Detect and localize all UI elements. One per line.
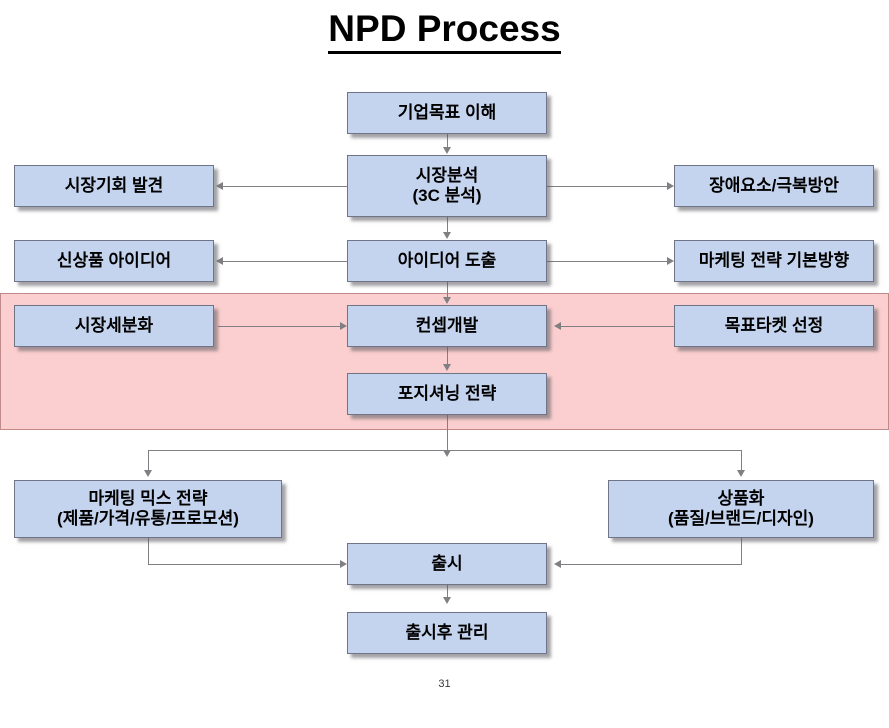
connector-concept-dev-to-positioning <box>447 347 448 365</box>
connector-commercialization-to-launch <box>561 564 742 565</box>
node-label: 시장기회 발견 <box>64 175 164 195</box>
connector-targeting-to-concept-dev <box>561 326 674 327</box>
node-idea-generation[interactable]: 아이디어 도출 <box>347 240 547 282</box>
arrowhead-concept-dev-right <box>554 322 561 330</box>
node-label: 상품화 (품질/브랜드/디자인) <box>668 488 814 528</box>
node-label: 시장세분화 <box>74 315 154 335</box>
node-label: 신상품 아이디어 <box>56 250 172 270</box>
connector-positioning-down <box>447 415 448 455</box>
arrowhead-idea-generation-top <box>443 232 451 239</box>
node-label: 아이디어 도출 <box>397 250 497 270</box>
arrowhead-marketing-mix-top <box>144 470 152 477</box>
node-market-opportunity[interactable]: 시장기회 발견 <box>14 165 214 207</box>
node-marketing-mix[interactable]: 마케팅 믹스 전략 (제품/가격/유통/프로모션) <box>14 480 282 538</box>
node-label: 출시후 관리 <box>405 622 489 642</box>
connector-market-analysis-to-idea-generation <box>447 217 448 233</box>
connector-branch-bar <box>148 450 742 451</box>
node-marketing-basics[interactable]: 마케팅 전략 기본방향 <box>674 240 874 282</box>
node-label: 기업목표 이해 <box>397 102 497 122</box>
arrowhead-launch-left <box>340 560 347 568</box>
connector-idea-generation-to-marketing-basics <box>547 261 667 262</box>
node-market-analysis[interactable]: 시장분석 (3C 분석) <box>347 155 547 217</box>
node-positioning[interactable]: 포지셔닝 전략 <box>347 373 547 415</box>
connector-branch-to-commercialization <box>741 450 742 472</box>
connector-corporate-goal-to-market-analysis <box>447 134 448 148</box>
arrowhead-obstacles-left <box>667 182 674 190</box>
connector-segmentation-to-concept-dev <box>218 326 340 327</box>
page-number: 31 <box>438 678 451 690</box>
arrowhead-market-opportunity-right <box>216 182 223 190</box>
node-label: 포지셔닝 전략 <box>397 383 497 403</box>
page-title: NPD Process <box>0 8 889 54</box>
connector-idea-generation-to-concept-dev <box>447 282 448 298</box>
arrowhead-new-product-idea-right <box>216 257 223 265</box>
node-concept-dev[interactable]: 컨셉개발 <box>347 305 547 347</box>
node-post-launch[interactable]: 출시후 관리 <box>347 612 547 654</box>
arrowhead-positioning-branch <box>443 450 451 457</box>
connector-idea-generation-to-new-product-idea <box>223 261 347 262</box>
node-label: 목표타켓 선정 <box>724 315 824 335</box>
connector-marketing-mix-to-launch <box>148 564 340 565</box>
node-targeting[interactable]: 목표타켓 선정 <box>674 305 874 347</box>
connector-branch-to-marketing-mix <box>148 450 149 472</box>
arrowhead-launch-right <box>554 560 561 568</box>
arrowhead-marketing-basics-left <box>667 257 674 265</box>
node-label: 마케팅 믹스 전략 (제품/가격/유통/프로모션) <box>57 488 239 528</box>
node-label: 출시 <box>431 553 463 573</box>
node-obstacles[interactable]: 장애요소/극복방안 <box>674 165 874 207</box>
arrowhead-concept-dev-left <box>340 322 347 330</box>
connector-commercialization-down <box>741 538 742 564</box>
node-label: 마케팅 전략 기본방향 <box>698 250 850 270</box>
connector-market-analysis-to-market-opportunity <box>223 186 347 187</box>
arrowhead-concept-dev-top <box>443 297 451 304</box>
connector-marketing-mix-down <box>148 538 149 564</box>
connector-market-analysis-to-obstacles <box>547 186 667 187</box>
page-title-text: NPD Process <box>328 8 561 54</box>
node-label: 시장분석 (3C 분석) <box>412 165 482 205</box>
node-commercialization[interactable]: 상품화 (품질/브랜드/디자인) <box>608 480 874 538</box>
node-new-product-idea[interactable]: 신상품 아이디어 <box>14 240 214 282</box>
node-label: 컨셉개발 <box>415 315 479 335</box>
arrowhead-post-launch-top <box>443 597 451 604</box>
node-label: 장애요소/극복방안 <box>709 175 839 195</box>
arrowhead-commercialization-top <box>737 470 745 477</box>
arrowhead-market-analysis-top <box>443 147 451 154</box>
node-corporate-goal[interactable]: 기업목표 이해 <box>347 92 547 134</box>
arrowhead-positioning-top <box>443 364 451 371</box>
node-segmentation[interactable]: 시장세분화 <box>14 305 214 347</box>
connector-launch-to-post-launch <box>447 585 448 598</box>
node-launch[interactable]: 출시 <box>347 543 547 585</box>
